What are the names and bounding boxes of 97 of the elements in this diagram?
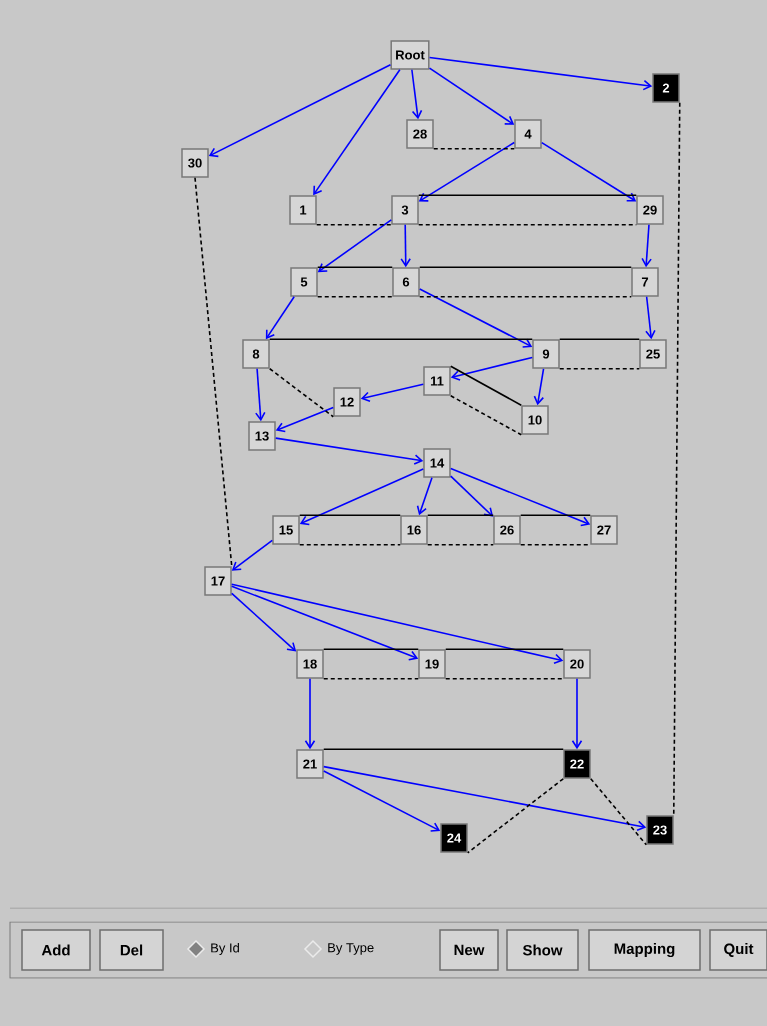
arrow: [275, 406, 335, 433]
tree-node-box: 14: [423, 448, 451, 478]
tree-node-box: 21: [296, 749, 324, 779]
arrow: [265, 295, 295, 340]
arrow: [571, 677, 583, 750]
arrow: [299, 468, 425, 526]
radio-label: By Id: [211, 942, 239, 956]
arrow: [418, 141, 516, 202]
tree-node-box: 16: [400, 515, 428, 545]
link-line: [449, 365, 523, 407]
link-line: [322, 748, 565, 751]
button: Quit: [709, 929, 767, 971]
tree-node-box: 3: [391, 195, 419, 225]
tree-node-box: 10: [521, 405, 549, 435]
dashed-link-line: [672, 101, 681, 817]
link-line: [322, 648, 420, 651]
dashed-link-line: [558, 367, 641, 370]
button: Mapping: [588, 929, 701, 971]
arrow: [322, 770, 441, 832]
arrow: [360, 383, 425, 403]
dashed-link-line: [194, 176, 233, 568]
tree-node-box: 13: [248, 421, 276, 451]
dashed-link-line: [322, 677, 420, 680]
link-line: [444, 648, 565, 651]
arrow: [533, 367, 545, 406]
tree-node-box: 1: [289, 195, 317, 225]
radio-label: By Type: [328, 943, 374, 955]
link-line: [426, 514, 495, 517]
arrow: [317, 219, 393, 273]
tree-node-box: 23: [646, 815, 674, 845]
dashed-link-line: [298, 543, 402, 546]
tree-node-box: 11: [423, 366, 451, 396]
link-line: [417, 194, 638, 197]
arrow: [449, 467, 591, 527]
arrow: [230, 585, 419, 661]
tree-node-box: 24: [440, 823, 468, 853]
arrow: [641, 223, 652, 268]
link-line: [519, 514, 592, 517]
dashed-link-line: [418, 295, 633, 298]
dashed-link-line: [449, 394, 523, 436]
tree-node-box: 19: [418, 649, 446, 679]
tree-node-box: 12: [333, 387, 361, 417]
tree-node-box: 20: [563, 649, 591, 679]
dashed-link-line: [589, 777, 648, 846]
link-line: [298, 514, 402, 517]
arrow: [304, 677, 316, 750]
dashed-link-line: [444, 677, 565, 680]
arrow: [418, 288, 533, 348]
tree-node-box: 17: [204, 566, 232, 596]
arrow: [411, 68, 423, 120]
arrow: [322, 765, 647, 832]
tree-node-box: 22: [563, 749, 591, 779]
tree-node-box: 26: [493, 515, 521, 545]
tree-node-box: 29: [636, 195, 664, 225]
link-line: [558, 338, 641, 341]
button: Show: [506, 929, 579, 971]
tree-node-box: 9: [532, 339, 560, 369]
tree-node-box: 7: [631, 267, 659, 297]
arrow: [449, 475, 494, 517]
arrow: [450, 356, 534, 381]
tree-node-box: 2: [652, 73, 680, 103]
button: Add: [21, 929, 91, 971]
arrow: [274, 437, 424, 465]
arrow: [400, 223, 411, 268]
arrow: [540, 141, 637, 202]
arrow: [231, 539, 274, 571]
button: Del: [99, 929, 164, 971]
arrow: [255, 367, 266, 422]
dashed-link-line: [316, 295, 394, 298]
dashed-link-line: [432, 147, 516, 150]
tree-node-box: 15: [272, 515, 300, 545]
tree-node-box: 28: [406, 119, 434, 149]
arrow: [313, 68, 401, 196]
dashed-link-line: [466, 777, 565, 854]
tree-node-box: 8: [242, 339, 270, 369]
arrow: [428, 56, 653, 91]
arrow: [208, 64, 392, 158]
tree-node-box: 30: [181, 148, 209, 178]
button: New: [439, 929, 499, 971]
tree-node-box: 18: [296, 649, 324, 679]
dashed-link-line: [268, 367, 335, 418]
link-line: [268, 338, 534, 341]
tree-node-box: 25: [639, 339, 667, 369]
arrow: [428, 67, 515, 125]
link-line: [418, 266, 633, 269]
tree-node-box: 27: [590, 515, 618, 545]
arrow: [416, 476, 433, 516]
tree-node-box: 4: [514, 119, 542, 149]
dashed-link-line: [426, 543, 495, 546]
tree-node-box: Root: [390, 40, 430, 70]
arrow: [230, 583, 564, 665]
arrow: [230, 592, 297, 652]
tree-node-box: 5: [290, 267, 318, 297]
dashed-link-line: [315, 223, 393, 226]
arrow: [645, 295, 656, 340]
link-line: [316, 266, 394, 269]
tree-node-box: 6: [392, 267, 420, 297]
